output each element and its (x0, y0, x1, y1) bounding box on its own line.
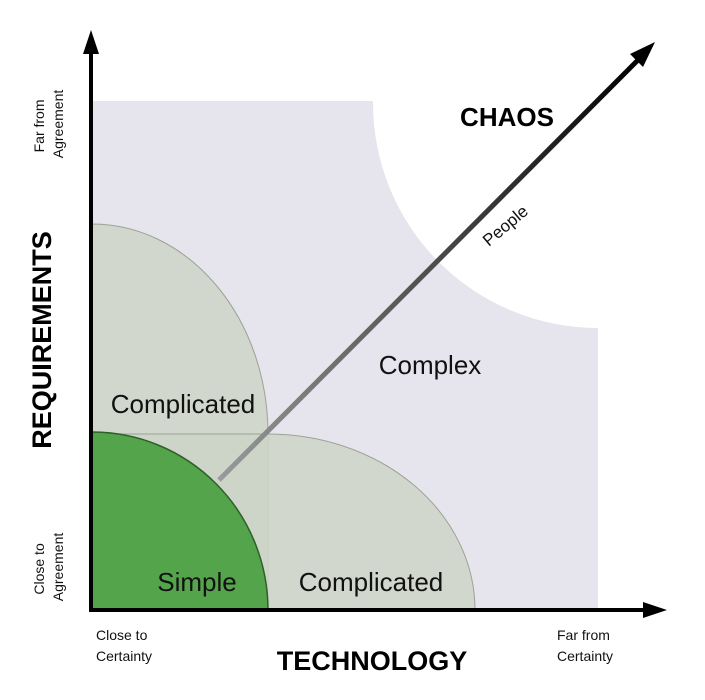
people-axis-line (217, 56, 642, 482)
zone-label-simple: Simple (157, 567, 236, 597)
x-axis-low-label: Close to Certainty (96, 627, 152, 664)
x-axis-arrowhead (643, 602, 667, 618)
zone-label-complex: Complex (379, 350, 482, 380)
zone-label-complicated-upper: Complicated (111, 389, 256, 419)
zone-label-chaos: CHAOS (460, 102, 554, 132)
zone-label-complicated-right: Complicated (299, 567, 444, 597)
x-axis-title: TECHNOLOGY (277, 646, 468, 676)
y-axis-arrowhead (83, 30, 99, 54)
simple-region (91, 431, 269, 611)
people-axis-arrowhead (630, 42, 655, 67)
y-axis-title: REQUIREMENTS (27, 231, 57, 449)
x-axis-high-label: Far from Certainty (557, 627, 614, 664)
y-axis-low-label: Close to Agreement (31, 533, 66, 602)
y-axis-high-label: Far from Agreement (31, 90, 66, 159)
